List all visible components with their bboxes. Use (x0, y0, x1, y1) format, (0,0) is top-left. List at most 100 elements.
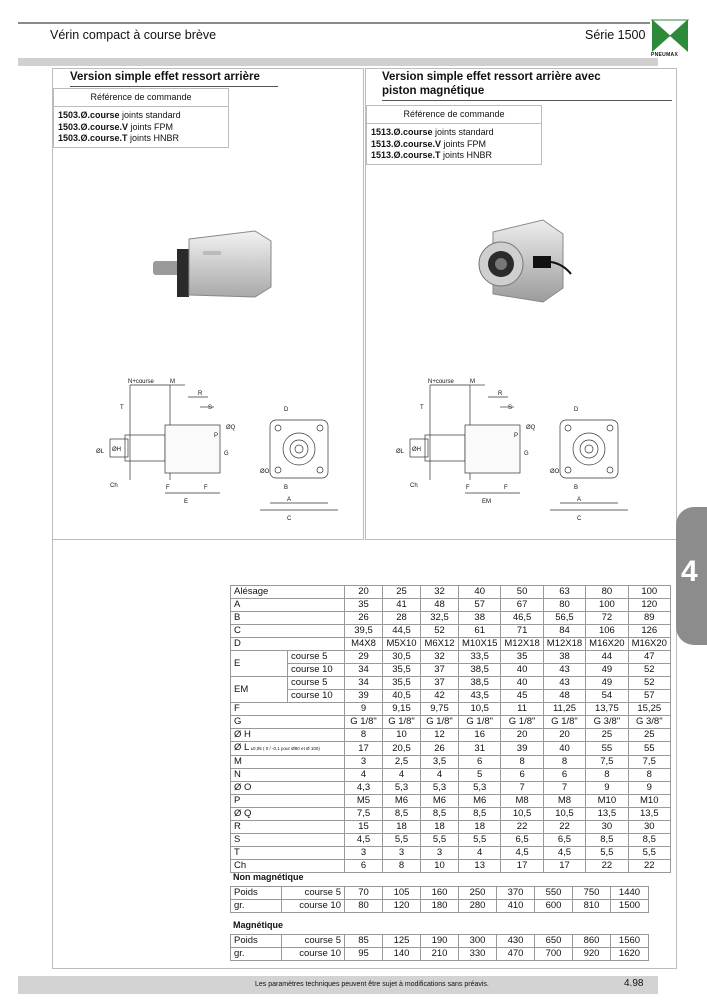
value-cell: G 3/8" (627, 715, 671, 729)
value-cell: 42 (420, 689, 459, 703)
value-cell: 72 (585, 611, 629, 625)
value-cell: 3 (420, 846, 459, 860)
value-cell: 40 (500, 663, 544, 677)
value-cell: 80 (585, 585, 629, 599)
value-cell: 80 (542, 598, 587, 612)
value-cell: 4,5 (500, 846, 544, 860)
value-cell: M6 (457, 794, 502, 808)
value-cell: 17 (344, 741, 383, 756)
row-label: EM (230, 676, 288, 703)
row-label: T (230, 846, 345, 860)
ref-line: 1513.Ø.course.T joints HNBR (371, 150, 493, 160)
value-cell: 85 (344, 934, 383, 948)
value-cell: 40 (542, 741, 587, 756)
value-cell: 28 (382, 611, 421, 625)
value-cell: 5,5 (457, 833, 502, 847)
value-cell: 6 (344, 859, 383, 873)
value-cell: 37 (420, 663, 459, 677)
ref-line: 1513.Ø.course.V joints FPM (371, 138, 487, 149)
value-cell: 44,5 (382, 624, 421, 638)
value-cell: 71 (500, 624, 544, 638)
value-cell: 10 (420, 859, 459, 873)
value-cell: 7 (542, 781, 587, 795)
row-label: D (230, 637, 345, 651)
value-cell: 34 (344, 663, 383, 677)
ref-line: 1503.Ø.course.V joints FPM (58, 121, 174, 132)
value-cell: 49 (585, 663, 629, 677)
row-label: Ch (230, 859, 345, 873)
value-cell: 57 (627, 689, 671, 703)
row-label: A (230, 598, 345, 612)
row-sublabel: course 5 (287, 650, 345, 664)
value-cell: M16X20 (585, 637, 629, 651)
dim-oq: ØQ (226, 425, 236, 431)
value-cell: 8,5 (585, 833, 629, 847)
dim-f-2: F (504, 485, 508, 491)
value-cell: M6 (382, 794, 421, 808)
row-label: Alésage (230, 585, 345, 599)
page-number: 4.98 (624, 978, 644, 989)
dim-c: C (287, 516, 292, 522)
value-cell: M8 (500, 794, 544, 808)
row-sublabel: course 5 (287, 676, 345, 690)
logo-text: PNEUMAX (651, 52, 679, 58)
value-cell: 40 (500, 676, 544, 690)
value-cell: 39,5 (344, 624, 383, 638)
value-cell: 10,5 (500, 807, 544, 821)
dim-n-course: N+course (128, 379, 155, 385)
value-cell: 55 (627, 741, 671, 756)
value-cell: 5,5 (585, 846, 629, 860)
value-cell: 49 (585, 676, 629, 690)
value-cell: M6X12 (420, 637, 459, 651)
right-ref-lines: 1513.Ø.course joints standard 1513.Ø.cou… (367, 124, 541, 165)
value-cell: 43 (542, 676, 587, 690)
footer-note: Les paramètres techniques peuvent être s… (255, 981, 489, 988)
left-order-reference: Référence de commande 1503.Ø.course join… (53, 88, 229, 148)
value-cell: 38 (542, 650, 587, 664)
value-cell: 52 (627, 676, 671, 690)
dim-e: E (184, 499, 188, 505)
value-cell: 190 (420, 934, 459, 948)
value-cell: 5 (457, 768, 502, 782)
value-cell: 31 (457, 741, 502, 756)
value-cell: G 1/8" (382, 715, 421, 729)
row-label: Ø H (230, 728, 345, 742)
row-label: F (230, 702, 345, 716)
value-cell: 3,5 (420, 755, 459, 769)
right-order-reference: Référence de commande 1513.Ø.course join… (366, 105, 542, 165)
value-cell: 13 (457, 859, 502, 873)
dim-ch: Ch (410, 483, 418, 489)
dim-t: T (120, 405, 124, 411)
row-sublabel: course 10 (287, 689, 345, 703)
row-label: R (230, 820, 345, 834)
value-cell: 6 (542, 768, 587, 782)
value-cell: 25 (382, 585, 421, 599)
row-sublabel: course 5 (281, 934, 345, 948)
value-cell: 100 (585, 598, 629, 612)
value-cell: 7,5 (627, 755, 671, 769)
value-cell: 20 (542, 728, 587, 742)
value-cell: 80 (344, 899, 383, 913)
value-cell: 38 (457, 611, 502, 625)
value-cell: 105 (382, 886, 421, 900)
dim-b: B (284, 485, 288, 491)
value-cell: 55 (585, 741, 629, 756)
value-cell: M12X18 (500, 637, 544, 651)
value-cell: M8 (542, 794, 587, 808)
value-cell: 4 (457, 846, 502, 860)
value-cell: 6 (457, 755, 502, 769)
value-cell: 4,5 (344, 833, 383, 847)
value-cell: 5,3 (382, 781, 421, 795)
dim-t: T (420, 405, 424, 411)
tolerance-note: ±0,05 ( 0 / -0,1 pour Ø80 et Ø 100) (249, 746, 320, 751)
header-rule (18, 22, 658, 24)
dim-p: P (514, 433, 518, 439)
right-title-line1: Version simple effet ressort arrière ave… (382, 71, 601, 83)
